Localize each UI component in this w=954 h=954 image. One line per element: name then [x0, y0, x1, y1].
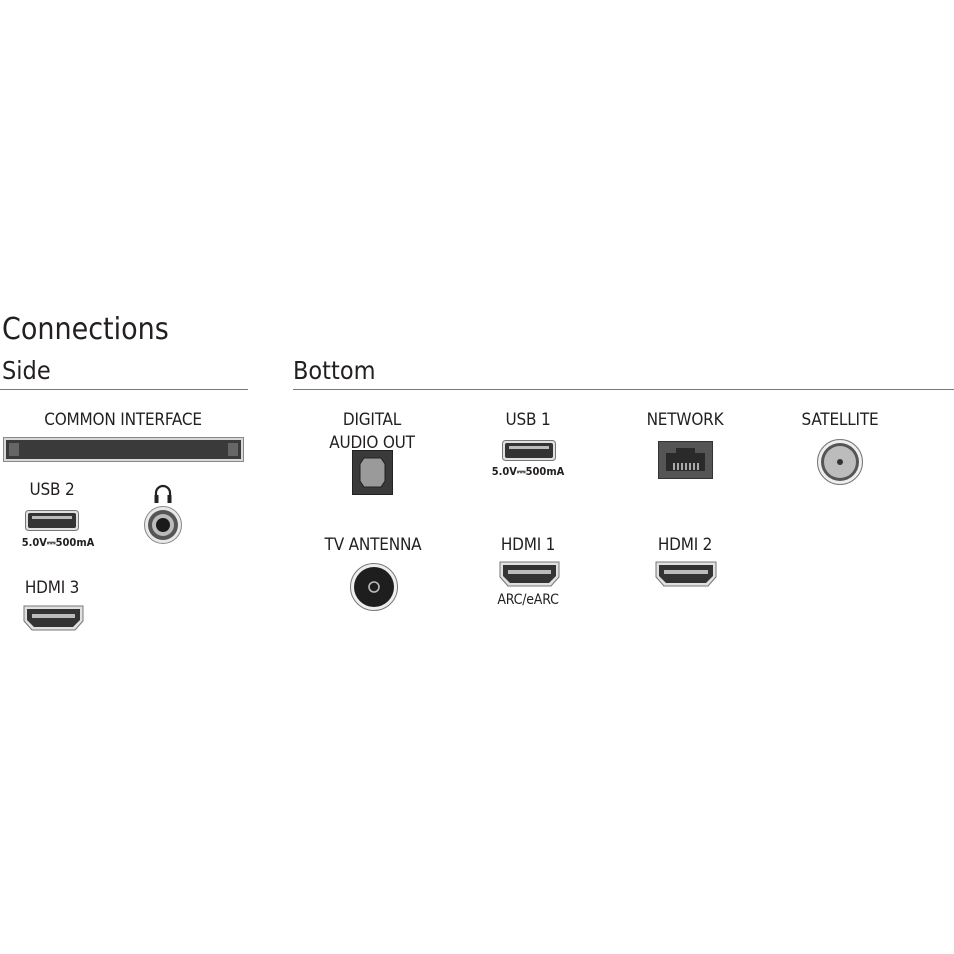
antenna-connector-icon: [350, 563, 398, 611]
hdmi-port-icon: [23, 605, 84, 631]
bottom-heading: Bottom: [293, 356, 376, 385]
usb1-label: USB 1: [505, 410, 551, 430]
side-heading: Side: [2, 356, 51, 385]
digital-audio-out-label-line2: AUDIO OUT: [329, 433, 415, 453]
hdmi3-label: HDMI 3: [24, 578, 80, 598]
hdmi-port-icon: [655, 561, 717, 587]
common-interface-label: COMMON INTERFACE: [44, 410, 202, 430]
bottom-divider: [293, 389, 954, 390]
usb2-label: USB 2: [29, 480, 75, 500]
headphone-jack-icon: [144, 506, 182, 544]
optical-port-icon: [352, 450, 393, 495]
side-divider: [0, 389, 248, 390]
hdmi2-label: HDMI 2: [657, 535, 713, 555]
satellite-connector-icon: [817, 439, 863, 485]
network-label: NETWORK: [646, 410, 724, 430]
usb1-spec: 5.0V⎓500mA: [491, 465, 565, 478]
common-interface-slot-icon: [3, 437, 244, 462]
satellite-label: SATELLITE: [801, 410, 879, 430]
ethernet-port-icon: [658, 441, 713, 479]
hdmi1-label: HDMI 1: [500, 535, 556, 555]
hdmi-port-icon: [499, 561, 560, 587]
digital-audio-out-label-line1: DIGITAL: [342, 410, 402, 430]
hdmi1-arc-note: ARC/eARC: [497, 592, 559, 608]
headphones-icon: [154, 484, 172, 503]
usb2-spec: 5.0V⎓500mA: [21, 536, 95, 549]
usb-port-icon: [502, 440, 556, 461]
usb-port-icon: [25, 510, 79, 531]
page-title: Connections: [2, 312, 169, 347]
tv-antenna-label: TV ANTENNA: [324, 535, 422, 555]
